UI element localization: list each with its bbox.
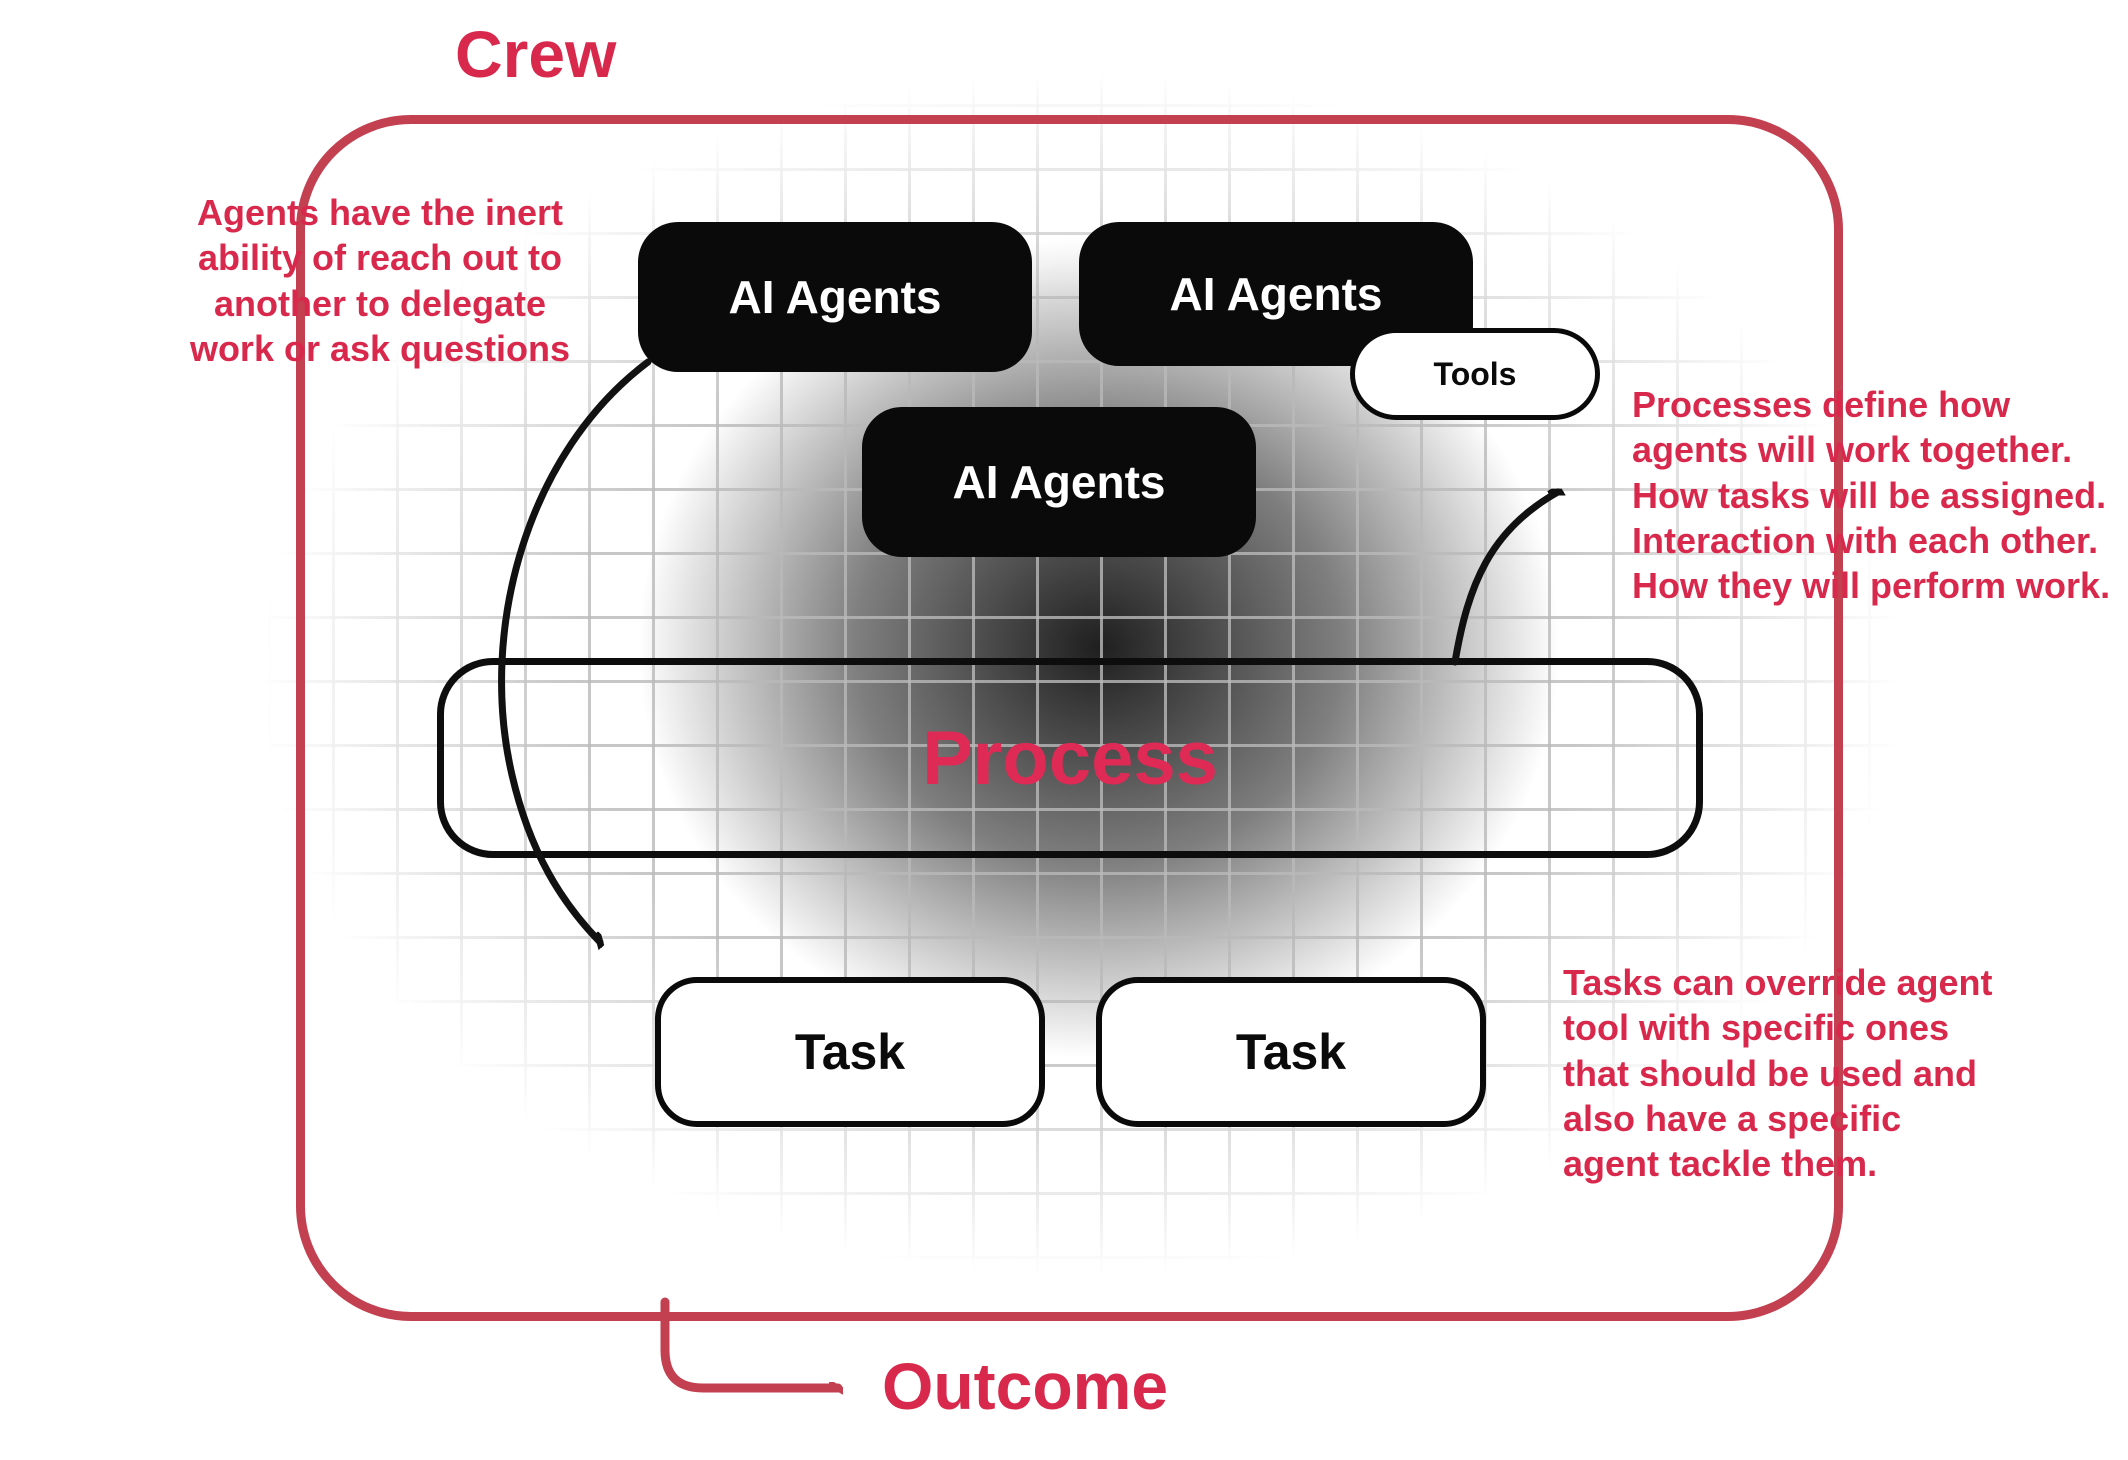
process-box: Process: [437, 658, 1703, 858]
annotation-tasks: Tasks can override agent tool with speci…: [1563, 962, 1993, 1185]
task-box-2: Task: [1096, 977, 1486, 1127]
task-label-1: Task: [794, 1024, 906, 1080]
task-box-1: Task: [655, 977, 1045, 1127]
tools-label: Tools: [1433, 355, 1517, 392]
ai-agents-label-3: AI Agents: [952, 456, 1166, 508]
crew-boundary-frame: [296, 115, 1843, 1321]
annotation-delegation: Agents have the inert ability of reach o…: [189, 192, 571, 370]
ai-agents-label-1: AI Agents: [728, 271, 942, 323]
ai-agents-box-3: AI Agents: [862, 407, 1256, 557]
process-label: Process: [922, 715, 1218, 801]
ai-agents-label-2: AI Agents: [1169, 268, 1383, 320]
task-label-2: Task: [1235, 1024, 1347, 1080]
tools-box: Tools: [1350, 328, 1600, 420]
crew-title: Crew: [455, 17, 617, 91]
ai-agents-box-1: AI Agents: [638, 222, 1032, 372]
ai-agents-box-2: AI Agents: [1079, 222, 1473, 366]
annotation-process: Processes define how agents will work to…: [1632, 384, 2111, 607]
outcome-title: Outcome: [882, 1349, 1169, 1423]
